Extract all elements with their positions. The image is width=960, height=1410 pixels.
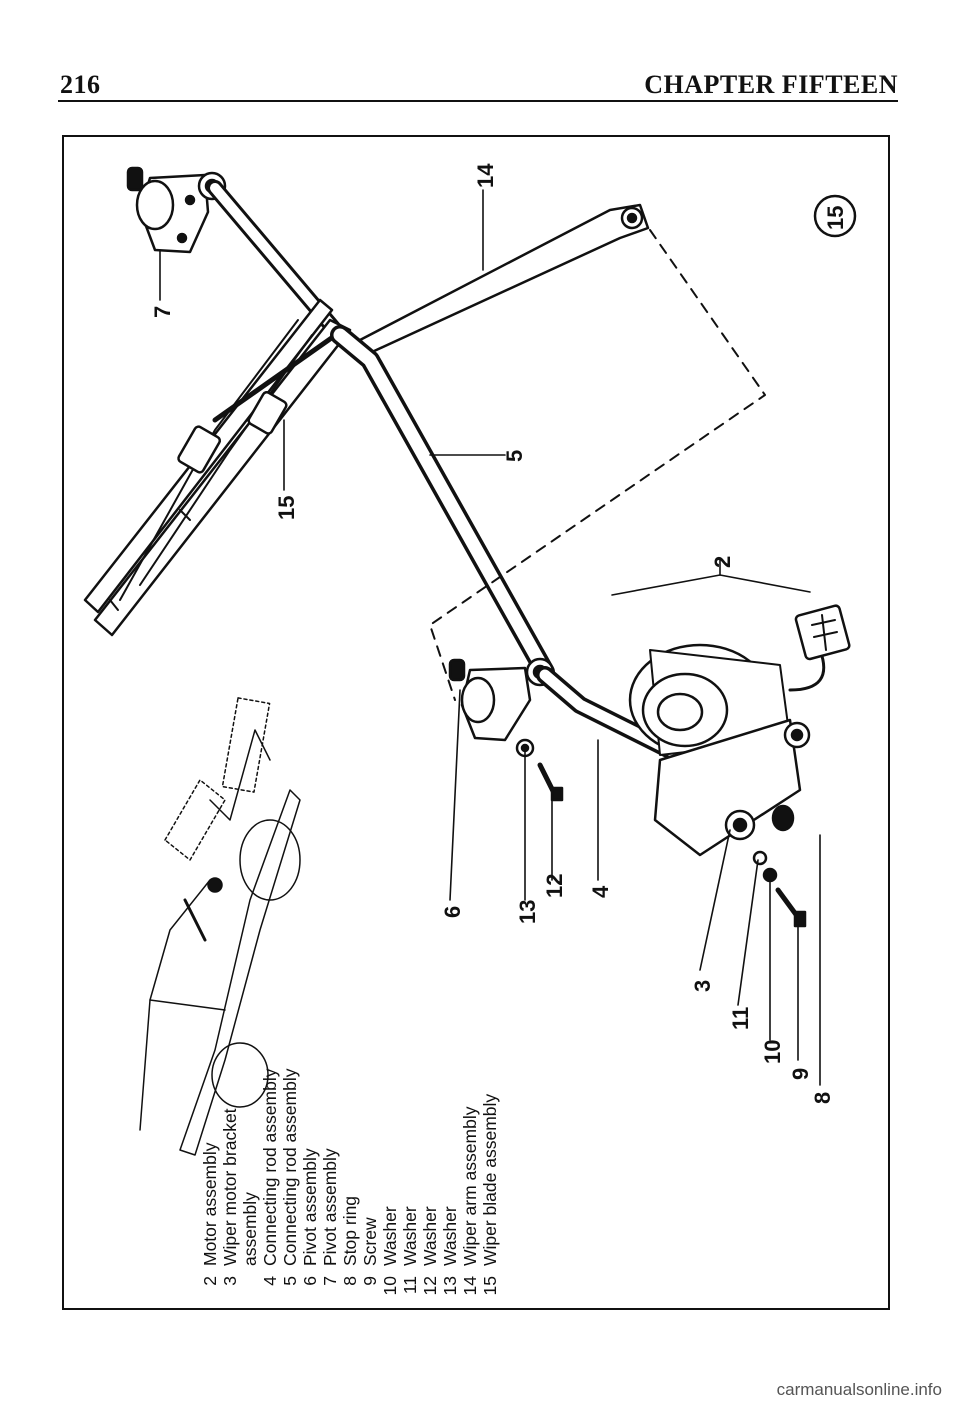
washers-screw-9-11-drawing xyxy=(752,850,807,928)
legend-text: Wiper motor bracket xyxy=(220,1108,240,1266)
callout-5: 5 xyxy=(502,450,527,462)
figure-badge-number: 15 xyxy=(823,206,848,230)
legend-number xyxy=(240,1266,260,1310)
leader-lines xyxy=(159,189,821,1086)
connecting-rod-5-drawing xyxy=(330,325,555,682)
washer-13-screw-12-drawing xyxy=(515,738,564,802)
figure-frame xyxy=(62,135,890,1310)
legend-item: 6 Pivot assembly xyxy=(300,890,320,1310)
callout-4: 4 xyxy=(588,885,613,898)
callout-15: 15 xyxy=(274,496,299,520)
legend-number: 15 xyxy=(480,1276,500,1296)
legend-text: Connecting rod assembly xyxy=(260,1068,280,1266)
legend-item: 13 Washer xyxy=(440,890,460,1310)
callout-11: 11 xyxy=(728,1007,753,1030)
legend-item: 15 Wiper blade assembly xyxy=(480,890,500,1310)
pivot-7-drawing xyxy=(126,166,227,254)
legend-number: 5 xyxy=(280,1276,300,1286)
chapter-title: CHAPTER FIFTEEN xyxy=(644,70,898,99)
page-number: 216 xyxy=(60,70,101,99)
callout-3: 3 xyxy=(690,980,715,992)
callout-2: 2 xyxy=(710,556,735,568)
legend-number: 8 xyxy=(340,1276,360,1286)
legend-text: Washer xyxy=(380,1206,400,1266)
legend-number: 11 xyxy=(400,1276,420,1295)
parts-legend: 2 Motor assembly 3 Wiper motor bracket ass… xyxy=(200,890,500,1310)
legend-number: 9 xyxy=(360,1276,380,1286)
legend-item: 7 Pivot assembly xyxy=(320,890,340,1310)
callout-7: 7 xyxy=(150,306,175,318)
legend-item: 11 Washer xyxy=(400,890,420,1310)
legend-item: 9 Screw xyxy=(360,890,380,1310)
legend-number: 6 xyxy=(300,1276,320,1286)
figure-badge: 15 xyxy=(813,194,857,238)
legend-item: 10 Washer xyxy=(380,890,400,1310)
callout-12: 12 xyxy=(542,874,567,898)
legend-text: Washer xyxy=(440,1206,460,1266)
legend-text: Pivot assembly xyxy=(320,1148,340,1266)
bracket-3-drawing xyxy=(653,718,811,857)
legend-item: 8 Stop ring xyxy=(340,890,360,1310)
legend-text: Motor assembly xyxy=(200,1142,220,1266)
legend-number: 3 xyxy=(220,1276,240,1286)
legend-number: 2 xyxy=(200,1276,220,1286)
callout-14: 14 xyxy=(473,163,498,188)
legend-item: 4 Connecting rod assembly xyxy=(260,890,280,1310)
watermark: carmanualsonline.info xyxy=(776,1380,942,1399)
car-location-illustration xyxy=(139,697,301,1156)
legend-number: 13 xyxy=(440,1276,460,1296)
legend-item: 3 Wiper motor bracket xyxy=(220,890,240,1310)
dashed-outline xyxy=(429,229,766,701)
legend-text: assembly xyxy=(240,1192,260,1266)
pivot-6-drawing xyxy=(448,657,555,742)
legend-item: assembly xyxy=(240,890,260,1310)
legend-text: Stop ring xyxy=(340,1195,360,1266)
motor-2-drawing xyxy=(628,604,851,757)
legend-number: 7 xyxy=(320,1276,340,1286)
legend-number: 14 xyxy=(460,1276,480,1296)
legend-text: Screw xyxy=(360,1217,380,1266)
callout-10: 10 xyxy=(760,1040,785,1064)
wiper-arm-14-drawing xyxy=(207,180,650,354)
callout-6: 6 xyxy=(440,906,465,918)
legend-text: Wiper arm assembly xyxy=(460,1106,480,1266)
legend-number: 12 xyxy=(420,1276,440,1296)
legend-text: Pivot assembly xyxy=(300,1148,320,1266)
header-rule xyxy=(58,100,898,102)
callout-9: 9 xyxy=(788,1068,813,1080)
legend-item: 5 Connecting rod assembly xyxy=(280,890,300,1310)
legend-item: 12 Washer xyxy=(420,890,440,1310)
legend-text: Connecting rod assembly xyxy=(280,1068,300,1266)
legend-text: Washer xyxy=(420,1206,440,1266)
legend-text: Washer xyxy=(400,1206,420,1266)
legend-number: 4 xyxy=(260,1276,280,1286)
legend-number: 10 xyxy=(380,1276,400,1296)
wiper-blade-15-drawing xyxy=(83,298,352,637)
callout-8: 8 xyxy=(810,1092,835,1104)
legend-text: Wiper blade assembly xyxy=(480,1093,500,1266)
legend-item: 2 Motor assembly xyxy=(200,890,220,1310)
legend-item: 14 Wiper arm assembly xyxy=(460,890,480,1310)
callout-13: 13 xyxy=(515,900,540,924)
